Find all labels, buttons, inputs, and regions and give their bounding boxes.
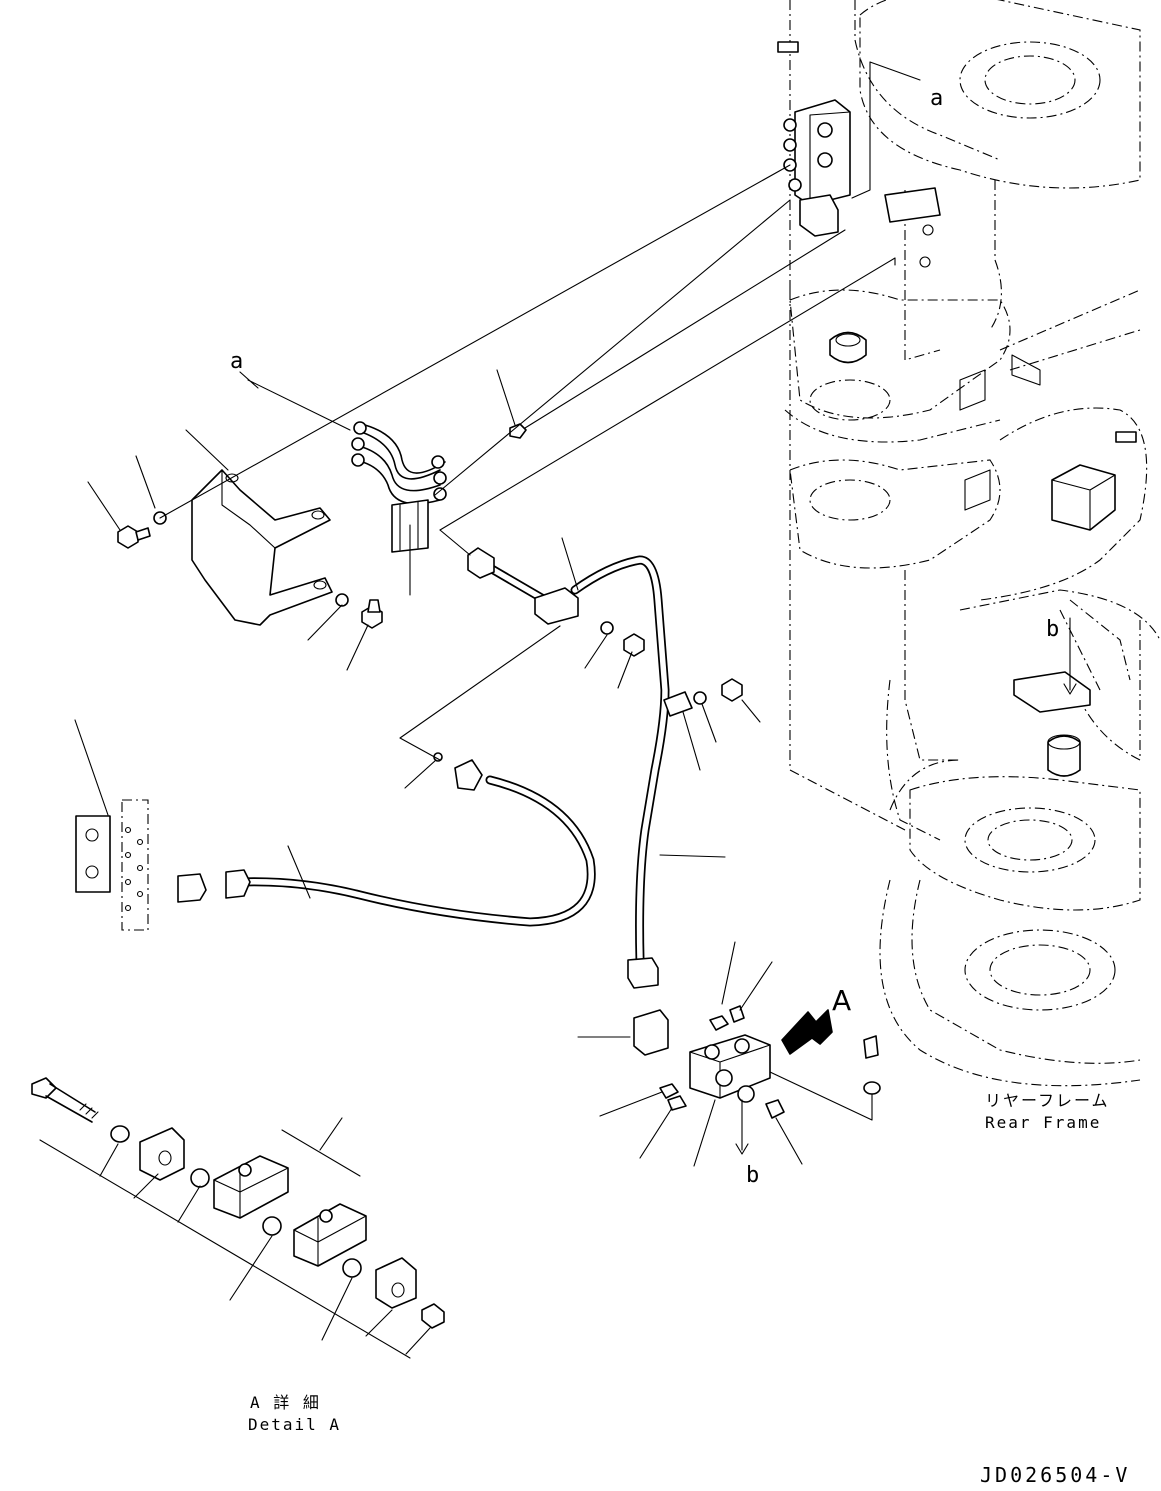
bracket-fasteners: [117, 423, 527, 629]
drawing-code: JD026504-V: [980, 1463, 1130, 1487]
view-a-label: A: [832, 984, 851, 1017]
distributor-valve: [633, 1005, 881, 1119]
detail-a-exploded: [31, 1077, 445, 1359]
pipe-bundle: [351, 421, 447, 553]
ref-a-top-label: a: [930, 86, 943, 111]
grease-block-panel: [75, 799, 149, 931]
rear-frame-en-label: Rear Frame: [985, 1113, 1101, 1132]
rear-frame-jp-label: リヤーフレーム: [985, 1091, 1110, 1110]
ref-a-left-label: a: [230, 349, 243, 374]
steel-pipe: [467, 547, 743, 989]
hose-clamp-bracket: [191, 469, 333, 626]
ref-b-block-label: b: [746, 1163, 759, 1188]
detail-a-jp-label: A 詳 細: [250, 1393, 321, 1412]
upper-valve-manifold: [783, 99, 941, 268]
rear-frame-outline: [777, 0, 1161, 1087]
flexible-hose: [177, 752, 596, 927]
detail-a-en-label: Detail A: [248, 1415, 341, 1434]
leader-lines: [74, 61, 1077, 1355]
ref-b-frame-label: b: [1046, 617, 1059, 642]
